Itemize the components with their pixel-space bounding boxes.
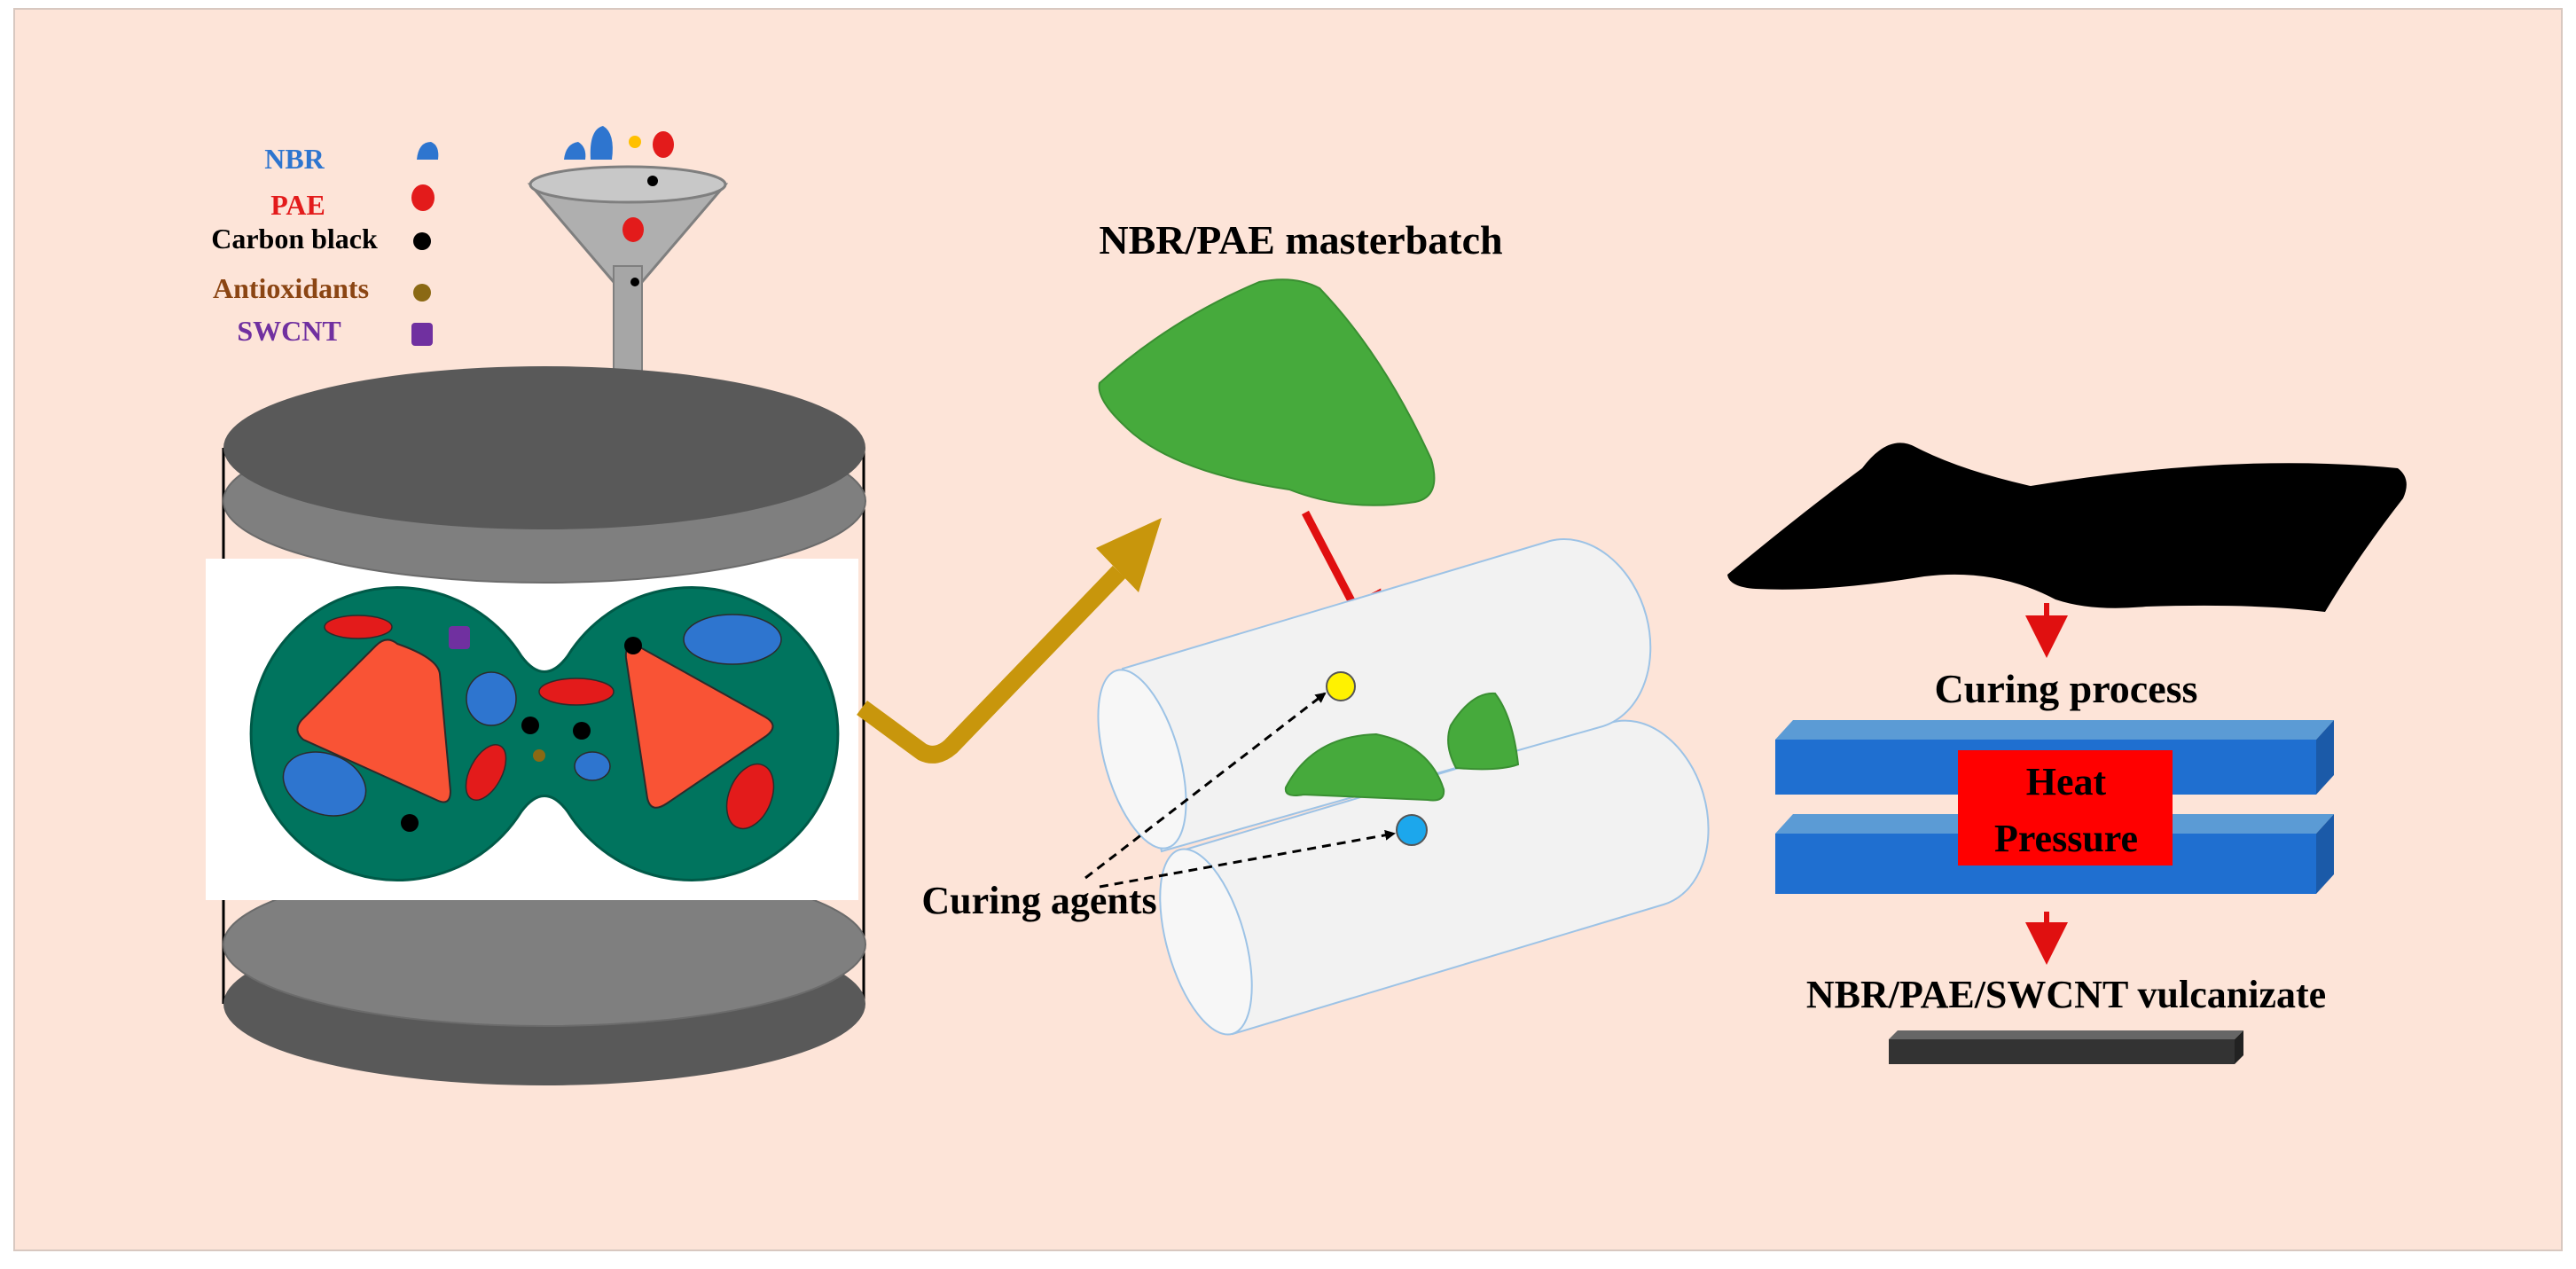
masterbatch-title: NBR/PAE masterbatch <box>1099 217 1502 262</box>
carbon-black-swatch-icon <box>413 232 431 250</box>
funnel-stem-particle-icon <box>630 278 639 286</box>
funnel-particle-antioxidant-icon <box>629 136 641 148</box>
curing-agent-pointer <box>1084 692 1327 880</box>
heat-label: Heat <box>2026 760 2107 803</box>
pae-swatch-icon <box>411 184 435 211</box>
heat-pressure-box <box>1958 750 2173 866</box>
hot-press: Heat Pressure <box>1775 720 2334 894</box>
two-roll-mill <box>1084 538 1710 1036</box>
funnel <box>527 126 729 411</box>
legend-label-carbon-black: Carbon black <box>211 223 378 255</box>
curing-process-label: Curing process <box>1935 666 2198 711</box>
internal-mixer <box>206 366 866 1085</box>
swcnt-particle <box>449 626 470 649</box>
left-rotor <box>296 638 452 803</box>
lower-roller <box>1178 719 1710 1036</box>
pae-particle <box>324 615 393 639</box>
legend-label-antioxidants: Antioxidants <box>213 272 369 304</box>
antioxidant-particle <box>533 749 545 762</box>
mill-rubber-piece <box>1447 692 1520 771</box>
pae-particle <box>725 763 775 830</box>
top-disc-upper <box>223 366 865 529</box>
antioxidant-swatch-icon <box>413 284 431 302</box>
carbon-black-particle <box>401 814 419 832</box>
legend: NBR PAE Carbon black Antioxidants SWCNT <box>211 142 439 347</box>
curing-agent-cyan-icon <box>1396 814 1428 846</box>
legend-label-nbr: NBR <box>264 143 325 175</box>
vulcanizate-label: NBR/PAE/SWCNT vulcanizate <box>1806 973 2326 1016</box>
lower-roller-end <box>1159 848 1253 1036</box>
funnel-particle-pae-inside-icon <box>622 217 644 242</box>
pressure-label: Pressure <box>1994 817 2138 860</box>
curing-agent-pointer <box>1099 829 1396 889</box>
curing-agents-label: Curing agents <box>921 879 1156 922</box>
nbr-swatch-icon <box>417 142 439 160</box>
transfer-arrow <box>857 518 1162 764</box>
funnel-particle-nbr-icon <box>564 142 586 160</box>
nbr-particle <box>574 751 611 781</box>
carbon-black-particle <box>573 722 591 740</box>
pae-particle <box>538 678 615 706</box>
nbr-particle <box>466 671 517 726</box>
funnel-rim <box>529 165 727 204</box>
legend-label-pae: PAE <box>270 189 325 221</box>
upper-roller-end <box>1097 669 1187 850</box>
swcnt-swatch-icon <box>411 323 433 346</box>
funnel-particle-pae-icon <box>653 131 674 158</box>
curing-agent-yellow-icon <box>1326 671 1356 701</box>
mill-rubber-sheet <box>1284 732 1445 802</box>
pae-particle <box>465 744 507 801</box>
funnel-particle-carbon-icon <box>647 176 658 186</box>
raw-compound-blob <box>1727 443 2407 612</box>
masterbatch-blob <box>1098 278 1436 506</box>
vulcanizate-bar <box>1889 1030 2243 1064</box>
legend-label-swcnt: SWCNT <box>237 315 341 347</box>
upper-roller <box>1121 538 1652 853</box>
carbon-black-particle <box>521 717 539 734</box>
carbon-black-particle <box>624 637 642 654</box>
nbr-particle <box>282 751 367 817</box>
funnel-particle-nbr-large-icon <box>590 126 613 160</box>
nbr-particle <box>683 614 782 665</box>
